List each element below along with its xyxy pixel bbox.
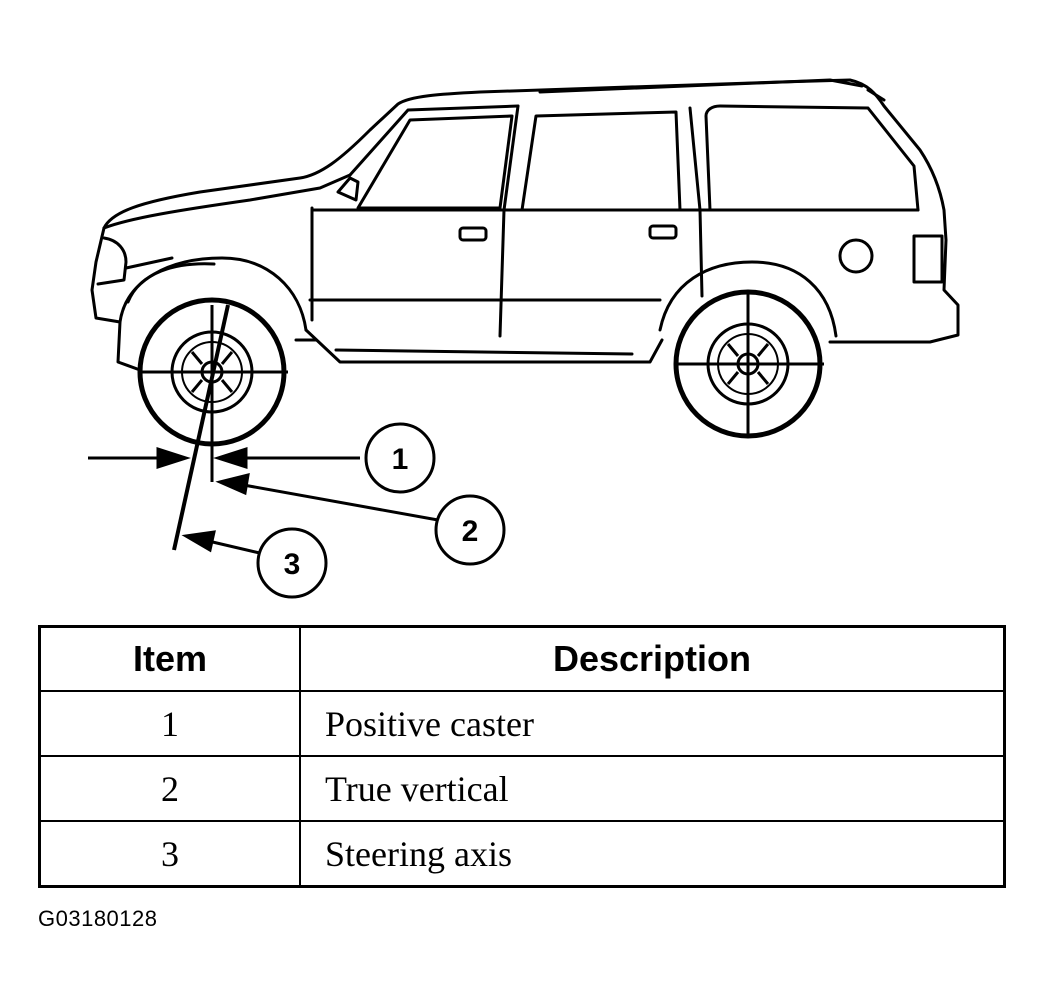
callout-1: 1 xyxy=(364,422,436,494)
description-cell: Steering axis xyxy=(299,820,1006,888)
item-cell: 1 xyxy=(38,690,301,757)
callout-3: 3 xyxy=(256,527,328,599)
vehicle-outline xyxy=(90,78,960,372)
callout-2-label: 2 xyxy=(462,515,479,548)
item-cell: 3 xyxy=(38,820,301,888)
leader-arrows xyxy=(181,472,439,556)
item-cell: 2 xyxy=(38,755,301,822)
legend-table: Item Description 1 Positive caster 2 Tru… xyxy=(38,625,1006,888)
description-column-header: Description xyxy=(299,625,1006,692)
figure-id: G03180128 xyxy=(38,906,158,931)
callout-2: 2 xyxy=(434,494,506,566)
steering-axis-line xyxy=(172,304,230,551)
description-cell: True vertical xyxy=(299,755,1006,822)
table-row: 2 True vertical xyxy=(38,755,1006,822)
callout-3-label: 3 xyxy=(284,548,301,581)
table-row: 1 Positive caster xyxy=(38,690,1006,757)
table-row: 3 Steering axis xyxy=(38,820,1006,888)
item-column-header: Item xyxy=(38,625,301,692)
callout-1-label: 1 xyxy=(392,443,409,476)
caster-dimension-arrows xyxy=(88,446,360,470)
description-cell: Positive caster xyxy=(299,690,1006,757)
caster-angle-diagram: 1 2 3 xyxy=(88,78,960,599)
legend-header-row: Item Description xyxy=(38,625,1006,692)
